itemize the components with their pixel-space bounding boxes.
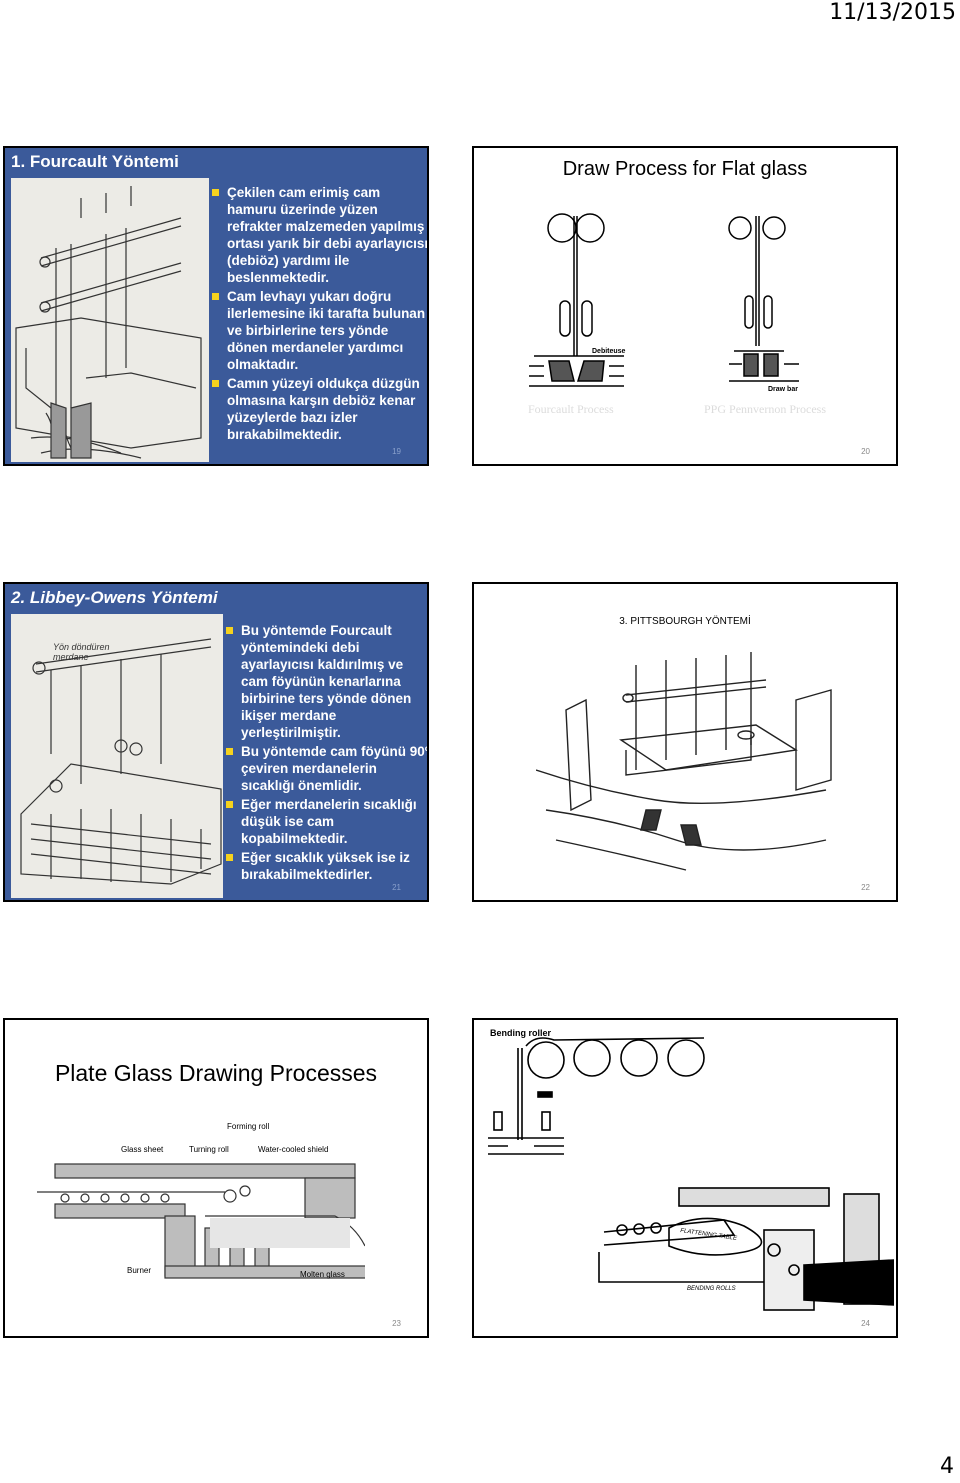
slide-title: 2. Libbey-Owens Yöntemi [11, 588, 218, 607]
slide-22: 3. PITTSBOURGH YÖNTEMİ 22 [472, 582, 898, 902]
slide-title: 1. Fourcault Yöntemi [11, 152, 179, 171]
bullet-item: Eğer merdanelerin sıcaklığı düşük ise ca… [226, 796, 427, 847]
slide-number: 23 [392, 1319, 401, 1328]
caption-fourcault: Fourcault Process [528, 402, 614, 416]
slide-title: Plate Glass Drawing Processes [54, 1060, 378, 1086]
page-number: 4 [940, 1454, 954, 1479]
label-bending-rolls: BENDING ROLLS [687, 1286, 736, 1292]
slide-number: 21 [392, 883, 401, 892]
bullet-list: Çekilen cam erimiş cam hamuru üzerinde y… [212, 184, 427, 445]
fourcault-sketch [11, 178, 209, 462]
label-burner: Burner [127, 1266, 152, 1275]
slide-title: Draw Process for Flat glass [562, 158, 808, 180]
caption-ppg: PPG Pennvernon Process [704, 402, 826, 416]
libbey-owens-illustration [20, 638, 222, 885]
bullet-item: Bu yöntemde cam föyünü 90º çeviren merda… [226, 744, 429, 793]
label-draw-bar: Draw bar [768, 386, 798, 393]
bullet-list: Bu yöntemde Fourcault yöntemindeki debi … [226, 622, 429, 885]
document-date: 11/13/2015 [829, 0, 956, 25]
bending-roller-illustration [488, 1037, 894, 1311]
sketch-label: Yön döndüren merdane [53, 642, 110, 662]
plate-glass-illustration [37, 1163, 365, 1279]
fourcault-illustration [15, 186, 202, 459]
slide-23: Plate Glass Drawing Processes Forming ro… [3, 1018, 429, 1338]
label-forming-roll: Forming roll [227, 1122, 270, 1131]
label-molten-glass: Molten glass [300, 1270, 345, 1279]
slide-title: 3. PITTSBOURGH YÖNTEMİ [619, 616, 751, 627]
libbey-owens-sketch: Yön döndüren merdane [11, 614, 223, 898]
label-turning-roll: Turning roll [189, 1145, 229, 1154]
slide-24: Bending roller FLATTENING TABLE BENDING … [472, 1018, 898, 1338]
draw-process-illustration [529, 213, 799, 387]
bullet-item: Çekilen cam erimiş cam hamuru üzerinde y… [212, 184, 427, 286]
pittsburgh-illustration [536, 652, 832, 871]
slide-21: 2. Libbey-Owens Yöntemi Yön döndüren mer… [3, 582, 429, 902]
label-debiteuse: Debiteuse [592, 348, 626, 355]
bullet-item: Camın yüzeyi oldukça düzgün olmasına kar… [212, 375, 427, 443]
slide-number: 24 [861, 1319, 870, 1328]
label-glass-sheet: Glass sheet [121, 1145, 164, 1154]
bullet-item: Cam levhayı yukarı doğru ilerlemesine ik… [212, 288, 427, 373]
slide-19: 1. Fourcault Yöntemi Çekilen cam erimiş … [3, 146, 429, 466]
bullet-item: Eğer sıcaklık yüksek ise iz bırakabilmek… [226, 849, 427, 883]
label-bending-roller: Bending roller [490, 1028, 552, 1038]
label-water-cooled-shield: Water-cooled shield [258, 1145, 329, 1154]
bullet-item: Bu yöntemde Fourcault yöntemindeki debi … [226, 622, 427, 741]
slide-number: 19 [392, 447, 401, 456]
slide-number: 20 [861, 447, 870, 456]
slide-number: 22 [861, 883, 870, 892]
slide-20: Draw Process for Flat glass Debiteuse Dr… [472, 146, 898, 466]
